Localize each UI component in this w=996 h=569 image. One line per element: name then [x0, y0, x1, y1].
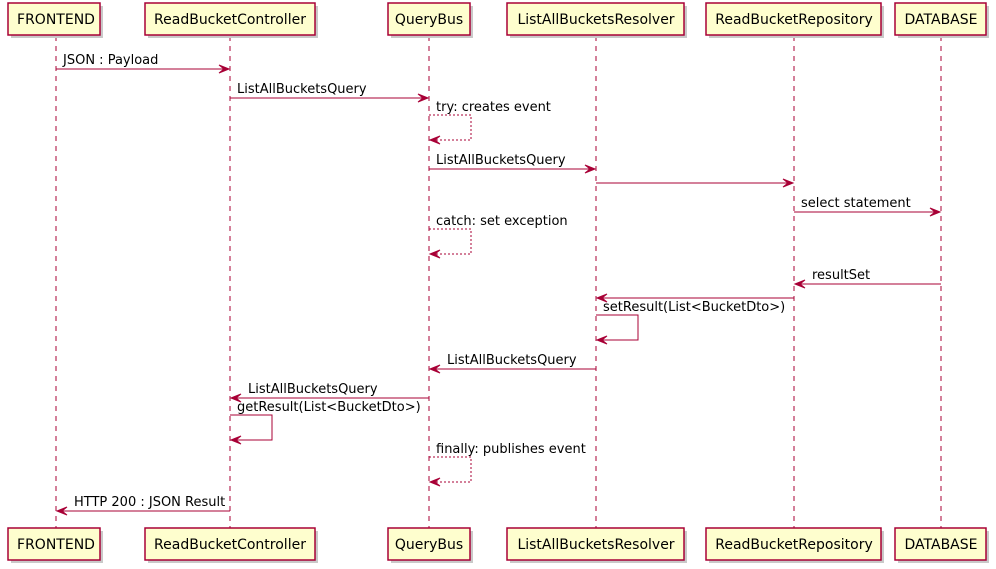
arrowhead [428, 249, 441, 259]
message-label: getResult(List<BucketDto>) [237, 400, 421, 415]
participant-database-bottom: DATABASE [894, 527, 989, 563]
message-label: ListAllBucketsQuery [436, 153, 566, 168]
message-label: finally: publishes event [436, 442, 586, 457]
message-label: ListAllBucketsQuery [237, 82, 367, 97]
participant-repository-bottom: ReadBucketRepository [705, 527, 884, 563]
message-label: resultSet [812, 268, 870, 283]
arrowhead [782, 178, 795, 188]
arrowhead [428, 477, 441, 487]
message-label: HTTP 200 : JSON Result [74, 495, 225, 510]
arrowhead [218, 64, 231, 74]
participant-label: ListAllBucketsResolver [517, 12, 674, 28]
arrowhead [417, 93, 430, 103]
participant-label: ReadBucketController [154, 537, 306, 553]
arrowhead [55, 506, 68, 516]
self-message-line [429, 228, 472, 255]
participant-querybus-top: QueryBus [387, 2, 473, 38]
message: ListAllBucketsQuery [229, 382, 429, 403]
arrowhead [595, 335, 608, 345]
message-label: ListAllBucketsQuery [447, 353, 577, 368]
arrowhead [584, 164, 597, 174]
participant-label: FRONTEND [17, 12, 95, 28]
message-label: catch: set exception [436, 214, 568, 229]
participant-database-top: DATABASE [894, 2, 989, 38]
message: select statement [794, 196, 942, 217]
self-message-line [230, 414, 273, 441]
participant-label: ReadBucketRepository [715, 537, 873, 553]
self-message-line [429, 456, 472, 483]
participant-repository-top: ReadBucketRepository [705, 2, 884, 38]
arrowhead [229, 435, 242, 445]
message: setResult(List<BucketDto>) [595, 300, 785, 345]
message-label: try: creates event [436, 100, 551, 115]
participant-querybus-bottom: QueryBus [387, 527, 473, 563]
message-label: ListAllBucketsQuery [248, 382, 378, 397]
arrowhead [595, 293, 608, 303]
arrowhead [428, 135, 441, 145]
message: finally: publishes event [428, 442, 586, 487]
message: JSON : Payload [56, 53, 231, 74]
message-label: setResult(List<BucketDto>) [603, 300, 785, 315]
message: ListAllBucketsQuery [429, 153, 597, 174]
arrowhead [229, 393, 242, 403]
arrowhead [929, 207, 942, 217]
self-message-line [429, 114, 472, 141]
message [596, 178, 795, 188]
participant-frontend-top: FRONTEND [7, 2, 103, 38]
participant-controller-bottom: ReadBucketController [144, 527, 318, 563]
message: resultSet [793, 268, 941, 289]
participant-label: FRONTEND [17, 537, 95, 553]
participant-resolver-top: ListAllBucketsResolver [506, 2, 687, 38]
message [595, 293, 794, 303]
arrowhead [428, 364, 441, 374]
message-label: select statement [801, 196, 911, 211]
message: HTTP 200 : JSON Result [55, 495, 230, 516]
message-label: JSON : Payload [62, 53, 158, 68]
participant-label: QueryBus [395, 12, 463, 28]
arrowhead [793, 279, 806, 289]
participant-controller-top: ReadBucketController [144, 2, 318, 38]
participant-label: ReadBucketController [154, 12, 306, 28]
participant-frontend-bottom: FRONTEND [7, 527, 103, 563]
message: ListAllBucketsQuery [428, 353, 596, 374]
participant-resolver-bottom: ListAllBucketsResolver [506, 527, 687, 563]
participant-label: ReadBucketRepository [715, 12, 873, 28]
participant-label: ListAllBucketsResolver [517, 537, 674, 553]
participant-label: QueryBus [395, 537, 463, 553]
message: ListAllBucketsQuery [230, 82, 430, 103]
message: getResult(List<BucketDto>) [229, 400, 421, 445]
message: try: creates event [428, 100, 551, 145]
participant-label: DATABASE [905, 12, 978, 28]
self-message-line [596, 314, 639, 341]
participant-label: DATABASE [905, 537, 978, 553]
message: catch: set exception [428, 214, 568, 259]
